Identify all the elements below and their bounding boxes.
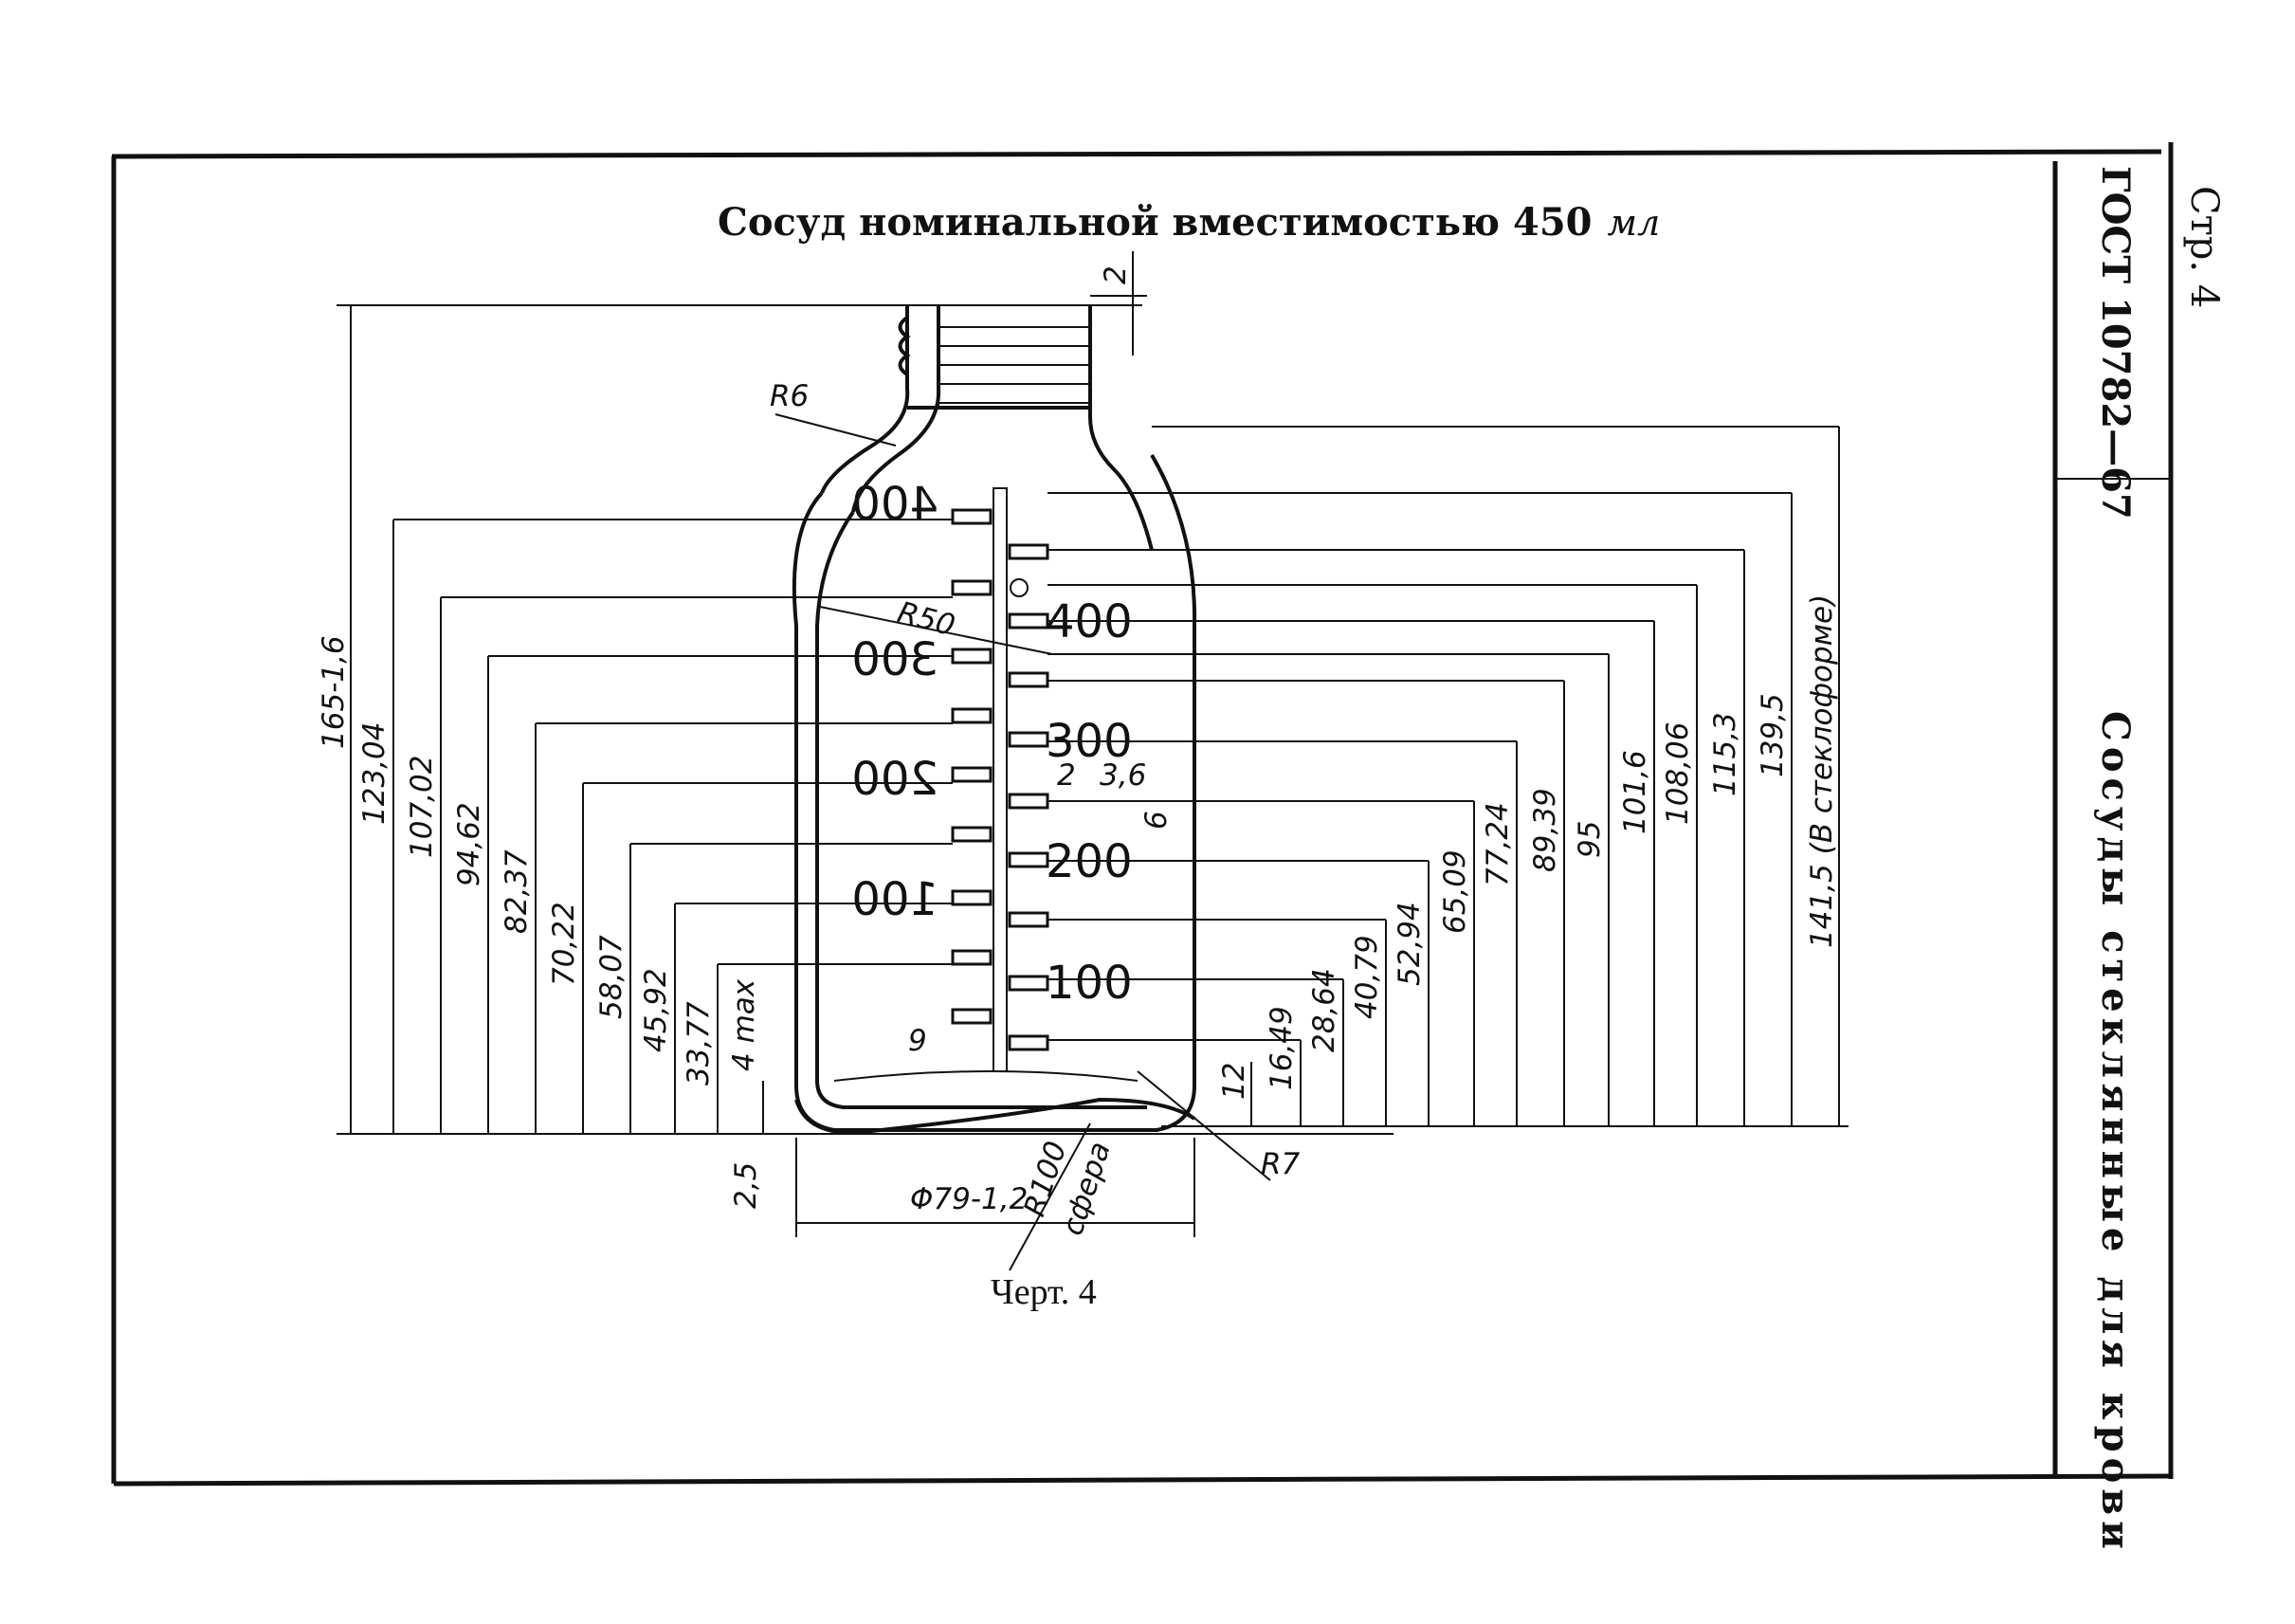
dim-label-mark-9: 9 bbox=[908, 1024, 927, 1058]
dim-label-right-12: 16,49 bbox=[1265, 1006, 1299, 1090]
dim-label-right-5: 95 bbox=[1573, 821, 1607, 858]
graduation-left-300: 300 bbox=[851, 633, 938, 686]
scale-mark bbox=[951, 648, 993, 665]
dim-label-right-9: 52,94 bbox=[1393, 902, 1427, 986]
scale-mark bbox=[951, 508, 993, 525]
dim-label-bottom-thickness: 2,5 bbox=[729, 1162, 763, 1209]
dim-label-shoulder: 141,5 (В стеклоформе) bbox=[1805, 594, 1839, 948]
dim-label-right-3: 108,06 bbox=[1661, 722, 1695, 825]
scale-mark bbox=[1008, 851, 1049, 868]
dim-label-r7: R7 bbox=[1261, 1147, 1301, 1181]
scale-mark bbox=[951, 1008, 993, 1025]
bottle-body-inner bbox=[815, 510, 1147, 1109]
page-number: Стр. 4 bbox=[2182, 186, 2226, 308]
bottle-body-outer bbox=[792, 453, 1197, 1132]
scale-mark bbox=[951, 949, 993, 966]
dim-label-mark-pitch: 6 bbox=[1139, 811, 1174, 830]
scale-mark bbox=[1008, 731, 1049, 748]
graduation-left-200: 200 bbox=[851, 753, 938, 806]
standard-code: ГОСТ 10782—67 bbox=[2093, 166, 2138, 520]
figure-caption: Черт. 4 bbox=[991, 1272, 1097, 1312]
dim-label-left-1: 123,04 bbox=[357, 722, 392, 825]
dim-label-mark-width: 2 bbox=[1057, 758, 1076, 793]
scale-mark bbox=[1008, 975, 1049, 992]
scale-mark bbox=[1008, 671, 1049, 688]
leader-r7 bbox=[1137, 1070, 1271, 1181]
leader-r6 bbox=[774, 413, 897, 447]
dim-label-height-total: 165-1,6 bbox=[317, 635, 351, 749]
scale-marks bbox=[951, 508, 1049, 1051]
dimension-lines bbox=[337, 251, 1849, 1271]
dim-label-right-10: 40,79 bbox=[1350, 935, 1384, 1019]
neck-threads bbox=[938, 326, 1090, 404]
scale-mark bbox=[1008, 612, 1049, 630]
dim-label-left-3: 94,62 bbox=[452, 802, 486, 886]
leader-sphere bbox=[1009, 1122, 1091, 1271]
dim-label-left-8: 33,77 bbox=[682, 1001, 716, 1086]
graduation-right-100: 100 bbox=[1046, 957, 1133, 1010]
bottle-neck-left-outer bbox=[820, 305, 910, 494]
right-extension-lines bbox=[1047, 426, 1839, 1041]
scale-mark bbox=[1008, 793, 1049, 810]
graduation-left-400: 400 bbox=[851, 478, 938, 531]
scale-mark bbox=[951, 579, 993, 596]
dim-label-right-7: 77,24 bbox=[1481, 802, 1515, 886]
frame-bottom-line bbox=[113, 1473, 2172, 1487]
thread-profile bbox=[898, 316, 911, 376]
dim-label-mark-length: 3,6 bbox=[1100, 758, 1146, 793]
frame-top-line bbox=[111, 149, 2162, 159]
dim-label-right-8: 65,09 bbox=[1438, 849, 1472, 934]
dim-label-right-1: 139,5 bbox=[1756, 693, 1790, 777]
dim-label-diameter: Φ79-1,2 bbox=[910, 1182, 1028, 1216]
dim-label-right-4: 101,6 bbox=[1618, 750, 1652, 834]
scale-mark bbox=[951, 826, 993, 843]
bottle-neck-left-inner bbox=[851, 305, 941, 513]
dim-label-neck-offset: 2 bbox=[1099, 265, 1133, 284]
left-extension-lines bbox=[393, 519, 953, 965]
dim-label-left-9: 4 max bbox=[727, 978, 761, 1071]
scale-mark bbox=[951, 707, 993, 724]
dim-label-left-7: 45,92 bbox=[639, 968, 673, 1052]
scale-bar bbox=[993, 487, 1008, 1072]
dim-label-left-2: 107,02 bbox=[405, 756, 439, 858]
dim-label-right-6: 89,39 bbox=[1528, 788, 1562, 872]
dim-label-right-11: 28,64 bbox=[1307, 968, 1341, 1052]
graduation-left-100: 100 bbox=[851, 873, 938, 926]
scale-mark bbox=[1008, 543, 1049, 560]
neck-thread-area bbox=[938, 304, 1091, 409]
bottle-base bbox=[794, 1097, 1196, 1136]
scale-mark bbox=[951, 766, 993, 783]
scale-mark bbox=[1008, 911, 1049, 928]
dim-label-left-6: 58,07 bbox=[594, 935, 628, 1019]
dim-label-r6: R6 bbox=[770, 379, 809, 413]
dim-label-left-4: 82,37 bbox=[500, 849, 534, 934]
scale-mark bbox=[1008, 1034, 1049, 1051]
scale-mark bbox=[951, 889, 993, 906]
section-title: Сосуды стеклянные для крови bbox=[2093, 711, 2138, 1555]
dim-label-right-2: 115,3 bbox=[1708, 712, 1742, 796]
scale-origin-circle bbox=[1010, 578, 1029, 597]
bottle-drawing: 400 300 200 100 400 300 200 100 bbox=[792, 304, 1197, 1136]
drawing-title: Сосуд номинальной вместимостью 450 мл bbox=[718, 200, 1660, 245]
dimension-labels: 165-1,6 123,04 107,02 94,62 82,37 70,22 … bbox=[317, 265, 1839, 1239]
dim-label-right-13: 12 bbox=[1217, 1063, 1251, 1100]
leader-r50 bbox=[819, 606, 1053, 655]
bottle-base-inner bbox=[833, 1070, 1138, 1082]
dim-label-left-5: 70,22 bbox=[547, 902, 581, 986]
bottle-neck-right bbox=[1088, 305, 1154, 551]
